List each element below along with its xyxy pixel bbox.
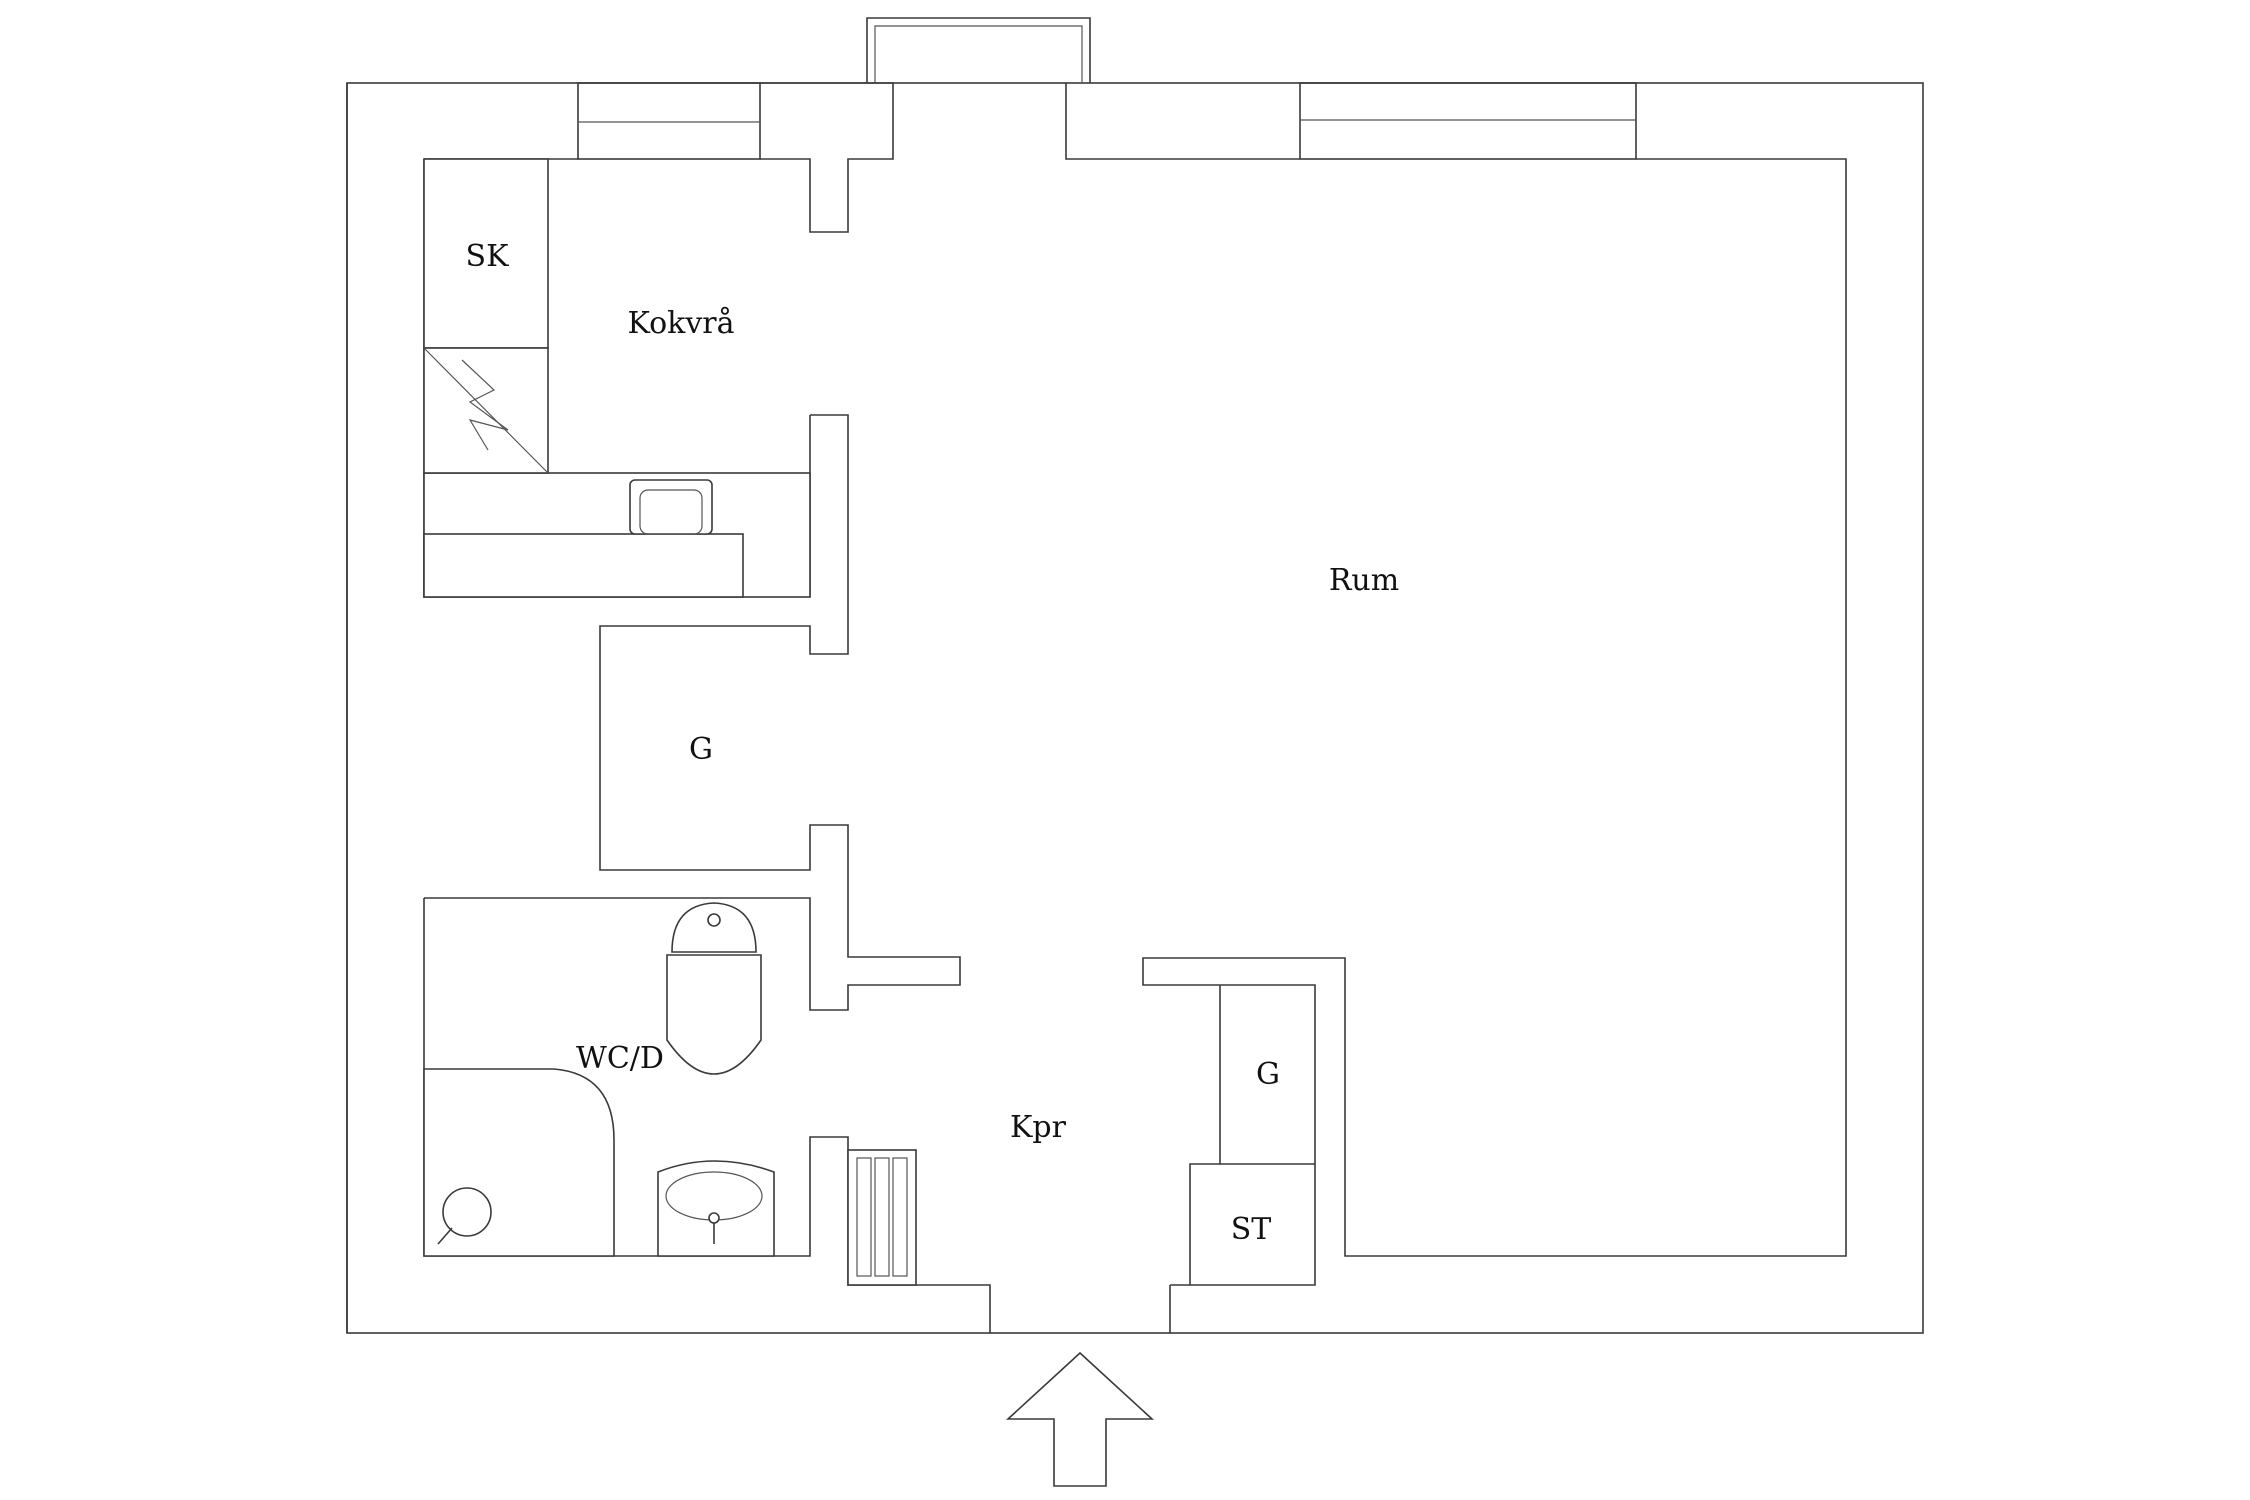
stove-icon bbox=[423, 347, 549, 474]
label-rum: Rum bbox=[1329, 563, 1399, 598]
label-sk: SK bbox=[466, 239, 510, 274]
top-niche bbox=[866, 17, 1091, 83]
label-wc-d: WC/D bbox=[576, 1041, 664, 1076]
shower-icon bbox=[423, 1068, 615, 1257]
entrance-arrow-icon bbox=[1005, 1351, 1155, 1487]
inner-walls bbox=[423, 82, 1847, 1333]
label-st: ST bbox=[1231, 1212, 1272, 1247]
label-kokvra: Kokvrå bbox=[627, 306, 734, 341]
kitchen-sink-icon bbox=[629, 479, 713, 535]
window-left bbox=[577, 82, 761, 160]
label-g-closet-left: G bbox=[689, 732, 713, 767]
label-kpr: Kpr bbox=[1010, 1110, 1067, 1145]
toilet-icon bbox=[666, 902, 762, 1075]
radiator-icon bbox=[847, 1149, 917, 1286]
label-g-closet-right: G bbox=[1256, 1057, 1280, 1092]
window-right bbox=[1299, 82, 1637, 160]
washbasin-icon bbox=[657, 1160, 775, 1257]
outer-walls bbox=[346, 82, 1924, 1334]
